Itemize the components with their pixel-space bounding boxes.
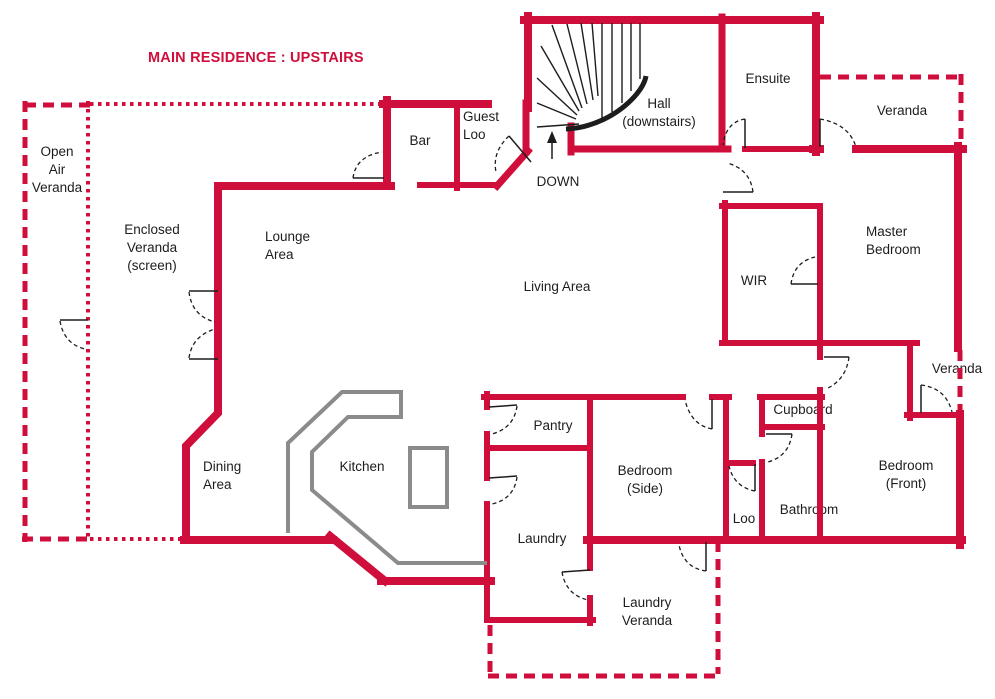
- room-label-lounge-area: Lounge Area: [265, 229, 311, 262]
- room-label-bathroom: Bathroom: [779, 502, 839, 517]
- kitchen-island: [408, 446, 449, 509]
- room-label-dining-area: Dining Area: [203, 459, 242, 492]
- wall: [417, 101, 964, 626]
- room-label-bedroom-front: Bedroom (Front): [878, 458, 934, 491]
- room-label-veranda-right: Veranda: [931, 361, 983, 376]
- room-label-hall: Hall (downstairs): [622, 96, 696, 129]
- dashed-wall: [22, 74, 964, 679]
- plan-title: MAIN RESIDENCE : UPSTAIRS: [148, 50, 364, 66]
- label-down: DOWN: [536, 174, 580, 189]
- room-label-ensuite: Ensuite: [745, 71, 791, 86]
- room-label-veranda-top: Veranda: [876, 103, 928, 118]
- wall: [180, 12, 967, 587]
- room-label-bedroom-side: Bedroom (Side): [617, 463, 673, 496]
- kitchen-counters: [286, 390, 487, 565]
- room-label-living-area: Living Area: [523, 279, 591, 294]
- room-label-cupboard: Cupboard: [773, 402, 833, 417]
- down-arrow-icon: [547, 131, 557, 159]
- interior-walls: [417, 101, 964, 626]
- room-label-open-air-veranda: Open Air Veranda: [31, 144, 83, 195]
- room-label-loo: Loo: [732, 511, 756, 526]
- door-swing-arc: [59, 118, 953, 601]
- arrow-head: [547, 131, 557, 143]
- room-label-master-bedroom: Master Bedroom: [866, 224, 921, 257]
- exterior-walls: [180, 12, 967, 587]
- room-label-bar: Bar: [409, 133, 431, 148]
- room-label-kitchen: Kitchen: [339, 459, 385, 474]
- room-label-laundry: Laundry: [517, 531, 567, 546]
- room-label-guest-loo: Guest Loo: [463, 109, 500, 142]
- counter-outline: [286, 390, 487, 565]
- room-label-wir: WIR: [740, 273, 768, 288]
- veranda-dashed-walls: [22, 74, 964, 679]
- room-label-enclosed-veranda: Enclosed Veranda (screen): [124, 222, 180, 273]
- room-label-pantry: Pantry: [533, 418, 573, 433]
- door-swings: [59, 118, 953, 601]
- room-label-laundry-veranda: Laundry Veranda: [621, 595, 673, 628]
